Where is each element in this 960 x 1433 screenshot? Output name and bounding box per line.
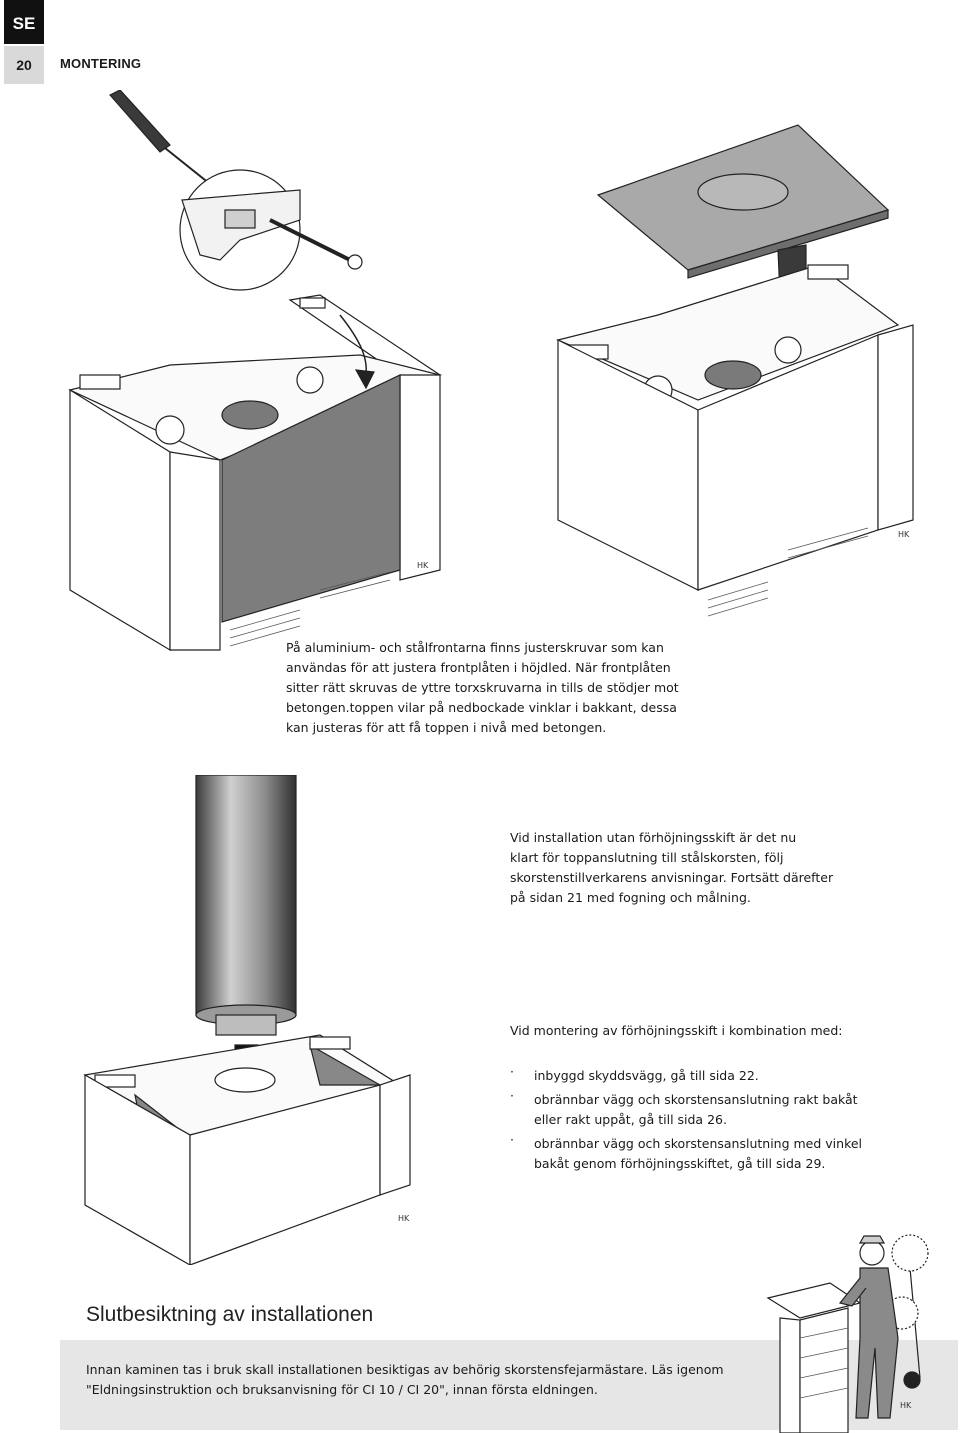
list-item: · inbyggd skyddsvägg, gå till sida 22. [510, 1064, 759, 1083]
front-plate-adjust-text: På aluminium- och stålfrontarna finns ju… [286, 640, 679, 735]
hk-mark: HK [900, 1401, 912, 1410]
top-lid-illustration: HK [556, 124, 914, 617]
riser-intro-text: Vid montering av förhöjningsskift i komb… [510, 1023, 843, 1038]
no-riser-text: Vid installation utan förhöjningsskift ä… [510, 830, 834, 905]
hk-mark: HK [417, 561, 429, 570]
language-tab: SE [4, 0, 44, 44]
page-number: 20 [4, 46, 44, 84]
chimney-sweep-illustration: HK [766, 1234, 929, 1433]
inspection-text: Innan kaminen tas i bruk skall installat… [86, 1362, 724, 1397]
inspection-heading: Slutbesiktning av installationen [86, 1303, 374, 1326]
list-item: · obrännbar vägg och skorstensanslutning… [510, 1132, 863, 1171]
hk-mark: HK [898, 530, 910, 539]
riser-options-list: · inbyggd skyddsvägg, gå till sida 22. ·… [510, 1064, 863, 1178]
flue-pipe-illustration: HK [83, 775, 411, 1265]
chimney-brush-icon [885, 1234, 929, 1389]
front-plate-adjust-illustration: HK [68, 90, 442, 652]
section-title: MONTERING [60, 56, 142, 71]
hk-mark: HK [398, 1214, 410, 1223]
list-item: · obrännbar vägg och skorstensanslutning… [510, 1088, 858, 1127]
wrench-icon [269, 218, 363, 270]
